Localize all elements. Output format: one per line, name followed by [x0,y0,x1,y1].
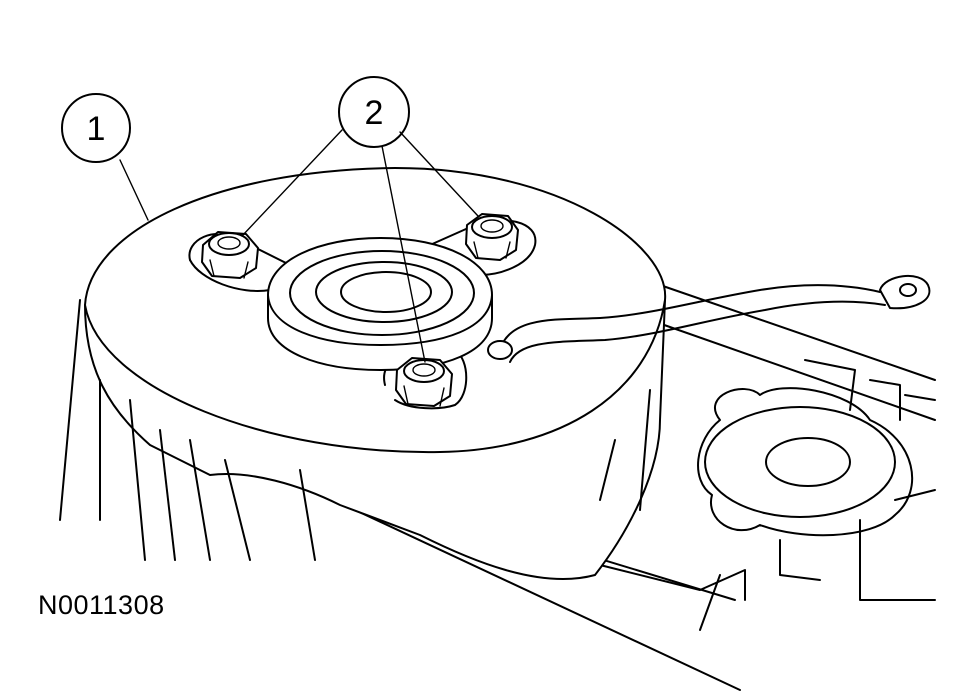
callout-1: 1 [61,93,149,221]
nut-bottom [395,357,453,407]
figure-id: N0011308 [38,590,165,620]
callout-2: 2 [241,76,479,363]
callout-2-label: 2 [365,94,384,132]
nut-right [465,213,519,261]
nut-left [201,231,259,279]
strut-tower [59,167,667,580]
center-bearing [267,237,493,371]
ground-cable [487,274,931,363]
callout-1-label: 1 [87,110,106,148]
pulley-housing [697,387,914,537]
